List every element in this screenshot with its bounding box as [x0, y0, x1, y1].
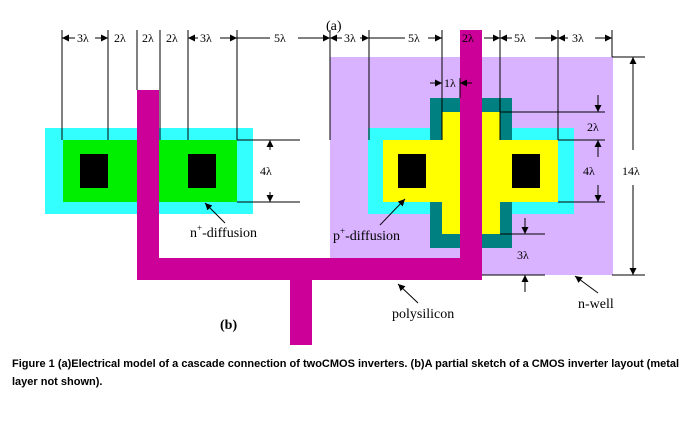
top-dim-label: 2λ	[166, 31, 178, 45]
top-dim-label: 3λ	[200, 31, 212, 45]
poly-leader	[397, 283, 419, 304]
left-vertical-dimension	[237, 139, 300, 203]
top-dim-label: 2λ	[114, 31, 126, 45]
dim-14-label: 14λ	[622, 164, 640, 178]
dim-1-arrows	[430, 78, 472, 98]
contact-left-1	[80, 154, 108, 188]
top-dim-label: 3λ	[77, 31, 89, 45]
poly-left-gate	[137, 90, 159, 270]
part-a-marker: (a)	[326, 19, 342, 34]
top-dim-label: 2λ	[462, 31, 474, 45]
contact-right-2	[512, 154, 540, 188]
figure-caption: Figure 1 (a)Electrical model of a cascad…	[12, 358, 680, 388]
top-dim-label: 3λ	[572, 31, 584, 45]
dim-1-label: 1λ	[444, 76, 456, 90]
top-dim-label: 5λ	[408, 31, 420, 45]
top-dim-label: 3λ	[344, 31, 356, 45]
part-b-marker: (b)	[220, 318, 237, 333]
contact-right-1	[398, 154, 426, 188]
n-well-label: n-well	[578, 297, 614, 312]
contact-left-2	[188, 154, 216, 188]
nwell-leader	[574, 275, 599, 294]
poly-stem	[290, 258, 312, 345]
right-vertical-dimensions	[500, 56, 645, 276]
top-dim-label: 5λ	[514, 31, 526, 45]
ndiff-leader	[204, 202, 226, 224]
pdiff-leader	[379, 198, 406, 226]
n-diffusion-label: n+-diffusion	[190, 223, 257, 241]
dim-3-label: 3λ	[517, 248, 529, 262]
dim-4-left-label: 4λ	[260, 164, 272, 178]
dim-2-right-label: 2λ	[587, 120, 599, 134]
dim-3-bottom	[482, 218, 545, 292]
top-dim-label: 2λ	[142, 31, 154, 45]
poly-right-gate	[460, 30, 482, 270]
dim-4-right-label: 4λ	[583, 164, 595, 178]
top-dim-label: 5λ	[274, 31, 286, 45]
p-diffusion-label: p+-diffusion	[333, 226, 400, 244]
cmos-layout-diagram: 3λ 2λ 2λ 2λ 3λ 5λ 3λ 5λ 2λ 5λ 3λ (a) 4λ …	[45, 19, 645, 345]
dimension-reference-lines	[61, 30, 613, 140]
polysilicon-label: polysilicon	[392, 307, 454, 322]
